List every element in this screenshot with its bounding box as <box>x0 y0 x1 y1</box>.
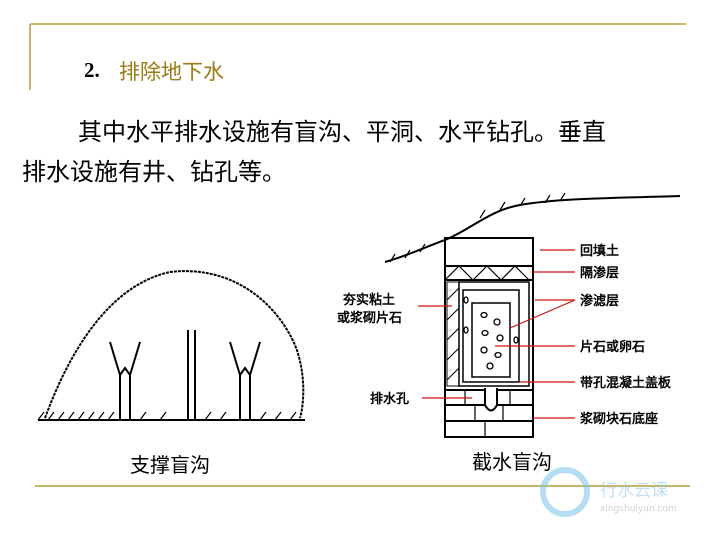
left-caption: 支撑盲沟 <box>130 453 210 477</box>
body-line-1: 其中水平排水设施有盲沟、平洞、水平钻孔。垂直 <box>78 118 606 146</box>
frame-lines <box>29 23 690 487</box>
section-title: 排除地下水 <box>119 60 224 84</box>
watermark-logo: 行水云课 xingshuiyun.com <box>540 467 677 517</box>
label-base: 浆砌块石底座 <box>579 411 658 427</box>
label-wall-1: 夯实粘土 <box>342 292 395 308</box>
label-wall-2: 或浆砌片石 <box>337 310 402 326</box>
label-stone: 片石或卵石 <box>580 339 645 355</box>
leader-lines <box>418 249 576 419</box>
label-backfill: 回填土 <box>580 243 619 259</box>
label-drain-hole: 排水孔 <box>370 391 409 407</box>
watermark-url: xingshuiyun.com <box>600 504 677 514</box>
label-cover-slab: 带孔混凝土盖板 <box>580 375 672 391</box>
body-line-2: 排水设施有井、钻孔等。 <box>22 158 286 186</box>
label-filter-layer: 渗滤层 <box>580 293 619 309</box>
section-number: 2. <box>84 58 100 82</box>
support-blind-ditch-diagram <box>37 270 305 421</box>
watermark-name: 行水云课 <box>600 481 668 501</box>
intercept-blind-ditch-diagram <box>384 192 681 438</box>
label-seal-layer: 隔渗层 <box>580 265 619 281</box>
right-caption: 截水盲沟 <box>472 450 552 474</box>
